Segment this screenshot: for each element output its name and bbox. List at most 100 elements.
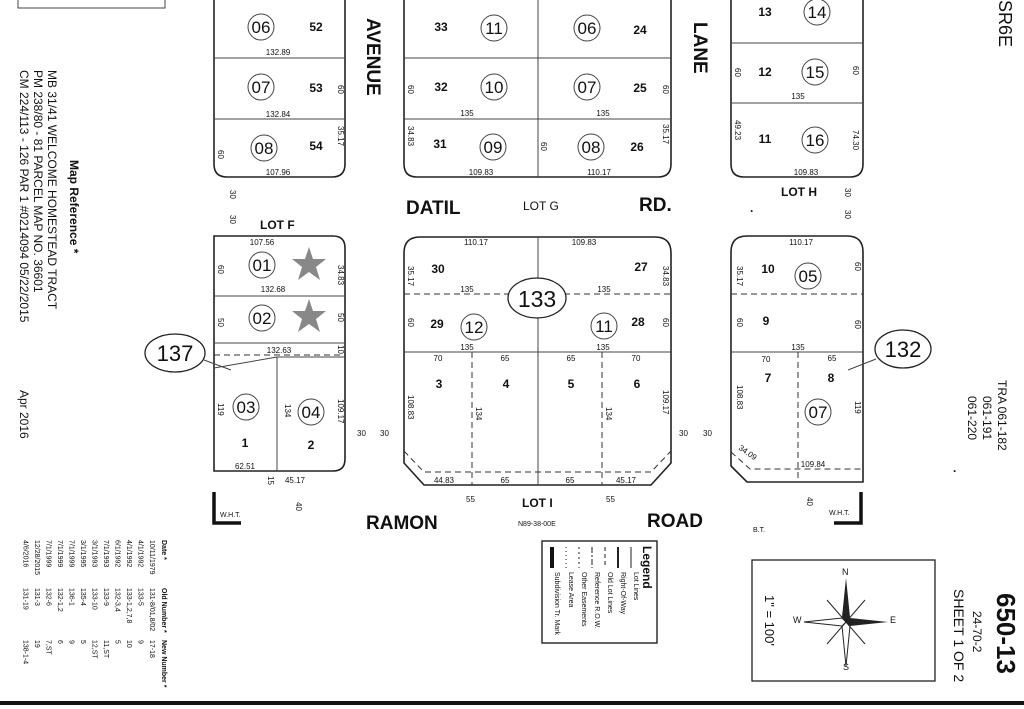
history-cell: 17-18 — [148, 640, 155, 658]
svg-text:35.17: 35.17 — [661, 124, 670, 145]
parcel-05[interactable]: 05 — [794, 262, 822, 290]
svg-text:132.68: 132.68 — [261, 285, 286, 294]
svg-text:108.83: 108.83 — [406, 395, 415, 420]
svg-text:30: 30 — [357, 429, 366, 438]
svg-text:14: 14 — [808, 3, 827, 22]
svg-text:110.17: 110.17 — [789, 238, 813, 247]
svg-text:07: 07 — [578, 78, 597, 97]
svg-text:65: 65 — [828, 354, 837, 363]
history-cell: 131-19 — [22, 588, 29, 610]
history-cell: 135-4 — [79, 588, 86, 606]
street-rd: RD. — [639, 195, 672, 216]
svg-text:60: 60 — [406, 85, 415, 94]
history-cell: 7/1/1999 — [56, 540, 63, 567]
svg-text:9: 9 — [763, 314, 770, 328]
history-cell: 9 — [137, 640, 144, 644]
map-reference-block: Map Reference * — [67, 160, 81, 254]
parcel-02[interactable]: 02 — [248, 304, 276, 332]
svg-text:.: . — [953, 461, 956, 475]
svg-text:132.84: 132.84 — [266, 110, 291, 119]
bearing-label: N89-38-00E — [518, 521, 556, 528]
svg-text:62.51: 62.51 — [235, 462, 256, 471]
svg-text:W: W — [793, 615, 802, 625]
svg-text:28: 28 — [631, 315, 645, 329]
svg-text:60: 60 — [851, 66, 860, 75]
parcel-07-south[interactable]: 07 — [804, 398, 832, 426]
parcel-15[interactable]: 15 — [801, 58, 829, 86]
svg-text:132.89: 132.89 — [266, 48, 291, 57]
svg-text:S: S — [843, 662, 849, 672]
history-cell: 5 — [79, 640, 86, 644]
svg-text:107.56: 107.56 — [250, 238, 275, 247]
page-ref-133[interactable]: 133 — [507, 277, 567, 319]
history-cell: 10 — [125, 640, 132, 648]
map-date: Apr 2016 — [17, 390, 31, 439]
svg-text:135: 135 — [597, 285, 611, 294]
svg-text:135: 135 — [791, 343, 805, 352]
svg-text:30: 30 — [843, 188, 852, 197]
history-cell: 10/11/1979 — [148, 540, 155, 575]
map-code: SR6E — [995, 0, 1015, 47]
svg-text:49.23: 49.23 — [733, 120, 742, 141]
block-southeast — [730, 235, 864, 483]
parcel-16[interactable]: 16 — [801, 126, 829, 154]
svg-text:15: 15 — [266, 476, 275, 485]
parcel-08-north[interactable]: 08 — [577, 133, 605, 161]
sheet-number: SHEET 1 OF 2 — [951, 589, 967, 682]
page-ref-137[interactable]: 137 — [144, 333, 232, 373]
history-cell: 131-3 — [33, 588, 40, 606]
svg-text:4: 4 — [503, 377, 510, 391]
svg-text:30: 30 — [843, 210, 852, 219]
parcel-11-south[interactable]: 11 — [590, 312, 618, 340]
parcel-08[interactable]: 08 — [250, 134, 278, 162]
parcel-06[interactable]: 06 — [247, 13, 275, 41]
svg-text:30: 30 — [703, 429, 712, 438]
svg-text:35.17: 35.17 — [735, 266, 744, 287]
svg-text:40: 40 — [805, 497, 814, 506]
block-northeast — [730, 0, 864, 178]
history-cell: 133-10 — [91, 588, 98, 610]
svg-text:11: 11 — [485, 19, 503, 38]
parcel-06-north[interactable]: 06 — [573, 14, 601, 42]
svg-text:137: 137 — [157, 341, 194, 366]
lot-f-label: LOT F — [260, 218, 295, 232]
svg-text:E: E — [890, 615, 896, 625]
subdivision-tract-mark — [834, 492, 863, 525]
svg-text:11: 11 — [759, 132, 772, 146]
svg-text:W.H.T.: W.H.T. — [220, 512, 241, 519]
svg-text:N: N — [842, 567, 849, 577]
history-cell: 132-6 — [45, 588, 52, 606]
block-southwest — [213, 235, 346, 472]
svg-text:13: 13 — [758, 5, 772, 19]
svg-text:119: 119 — [853, 401, 862, 414]
page-ref-132[interactable]: 132 — [847, 329, 932, 371]
parcel-12[interactable]: 12 — [460, 313, 488, 341]
svg-text:1: 1 — [242, 436, 249, 450]
parcel-03[interactable]: 03 — [232, 393, 260, 421]
svg-text:6: 6 — [634, 377, 641, 391]
parcel-14[interactable]: 14 — [803, 0, 831, 26]
svg-text:60: 60 — [733, 68, 742, 77]
svg-text:03: 03 — [237, 398, 256, 417]
svg-text:109.84: 109.84 — [801, 460, 826, 469]
parcel-11[interactable]: 11 — [480, 14, 508, 42]
parcel-09[interactable]: 09 — [479, 133, 507, 161]
svg-text:29: 29 — [430, 317, 444, 331]
parcel-10[interactable]: 10 — [480, 73, 508, 101]
svg-text:7: 7 — [765, 371, 772, 385]
parcel-07[interactable]: 07 — [247, 73, 275, 101]
svg-text:01: 01 — [253, 256, 272, 275]
svg-text:107.96: 107.96 — [266, 168, 291, 177]
svg-text:34.83: 34.83 — [661, 266, 670, 287]
parcel-04[interactable]: 04 — [297, 398, 325, 426]
svg-text:44.83: 44.83 — [434, 476, 455, 485]
svg-text:Map Reference *: Map Reference * — [67, 160, 81, 254]
street-road: ROAD — [647, 511, 703, 532]
svg-text:135: 135 — [460, 109, 474, 118]
svg-text:24-70-2: 24-70-2 — [970, 611, 984, 653]
svg-text:110.17: 110.17 — [464, 238, 488, 247]
svg-text:109.83: 109.83 — [572, 238, 597, 247]
svg-text:35.17: 35.17 — [406, 266, 415, 287]
parcel-01[interactable]: 01 — [248, 251, 276, 279]
parcel-07-north[interactable]: 07 — [573, 73, 601, 101]
